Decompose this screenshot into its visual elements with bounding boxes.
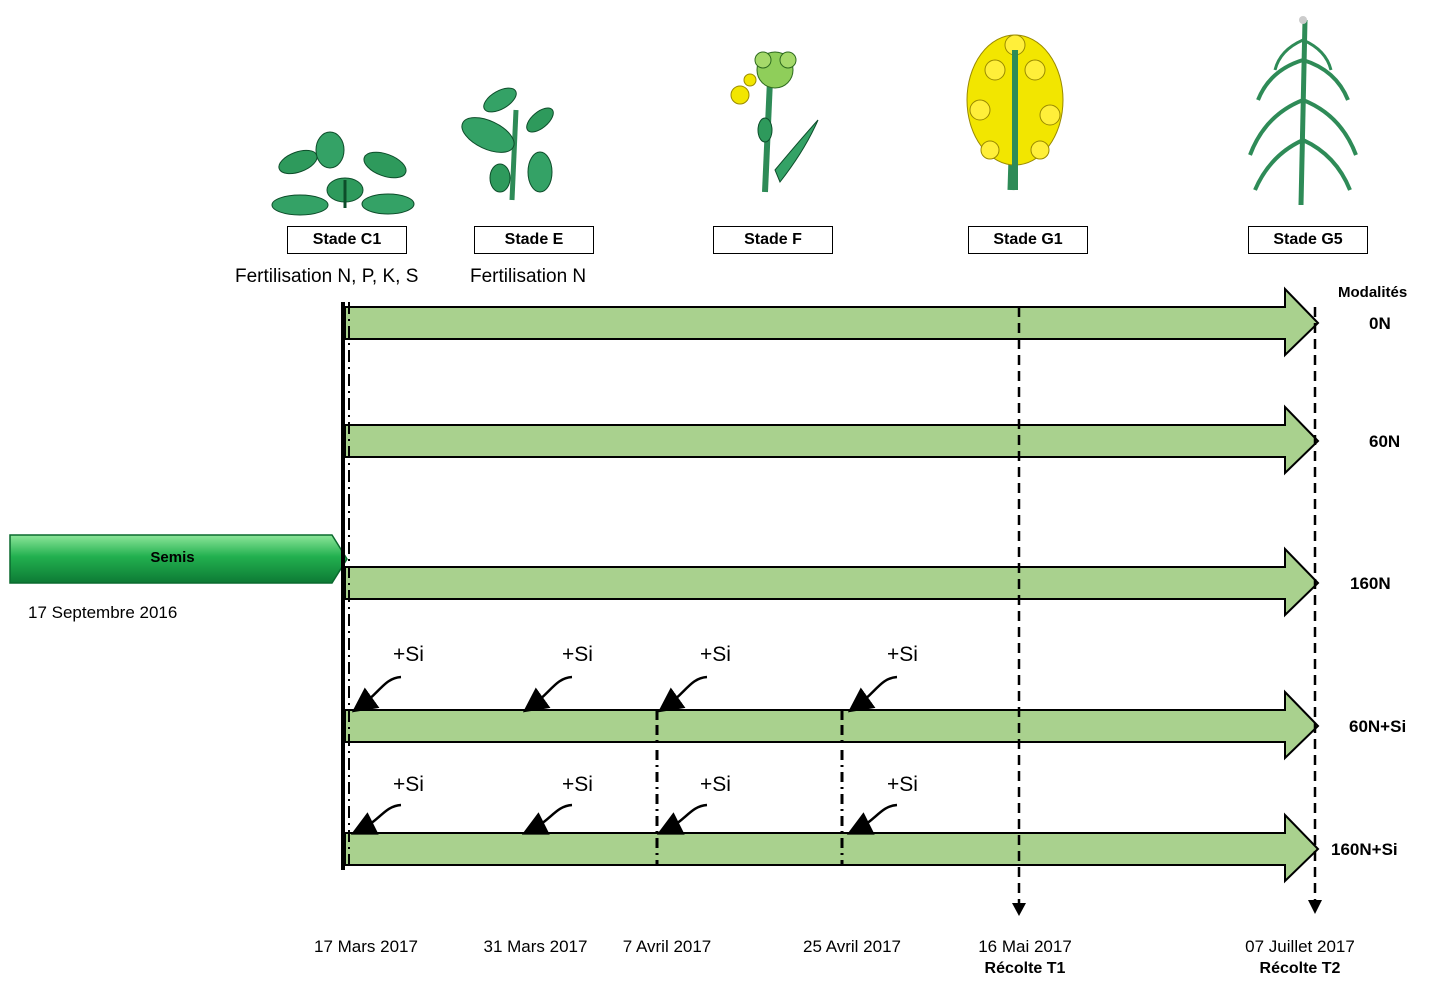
date-31-mars: 31 Mars 2017: [483, 937, 588, 956]
modalites-title: Modalités: [1338, 284, 1408, 301]
semis-date: 17 Septembre 2016: [28, 603, 178, 622]
si-label: +Si: [562, 643, 593, 666]
harvest-t2-arrowhead: [1308, 900, 1322, 914]
date-7-avril: 7 Avril 2017: [622, 937, 712, 956]
stage-e-label: Stade E: [474, 226, 594, 254]
modalite-0n: 0N: [1369, 314, 1391, 333]
stage-c1-label: Stade C1: [287, 226, 407, 254]
si-label: +Si: [393, 773, 424, 796]
semis-label: Semis: [150, 549, 195, 566]
treatment-arrow-160n: [344, 546, 1320, 618]
modalite-160n-si: 160N+Si: [1331, 840, 1398, 859]
treatment-arrow-160n-si: [344, 812, 1320, 884]
plant-e-icon: [461, 87, 554, 201]
si-label: +Si: [393, 643, 424, 666]
harvest-t2-label: Récolte T2: [1259, 960, 1341, 977]
date-07-juillet: 07 Juillet 2017: [1245, 937, 1355, 956]
si-arrows: [350, 675, 898, 835]
si-label: +Si: [700, 643, 731, 666]
modalite-160n: 160N: [1350, 574, 1391, 593]
stage-g5-label: Stade G5: [1248, 226, 1368, 254]
plant-g1-icon: [966, 34, 1064, 191]
plant-c1-icon: [271, 131, 415, 216]
si-label: +Si: [700, 773, 731, 796]
fertilisation-n-label: Fertilisation N: [470, 266, 587, 287]
plant-g5-icon: [1248, 16, 1358, 206]
harvest-t1-arrowhead: [1012, 903, 1026, 916]
date-17-mars: 17 Mars 2017: [314, 937, 418, 956]
modalite-60n-si: 60N+Si: [1349, 717, 1407, 736]
plant-f-icon: [730, 51, 819, 193]
treatment-arrow-60n: [344, 404, 1320, 476]
stage-g1-label: Stade G1: [968, 226, 1088, 254]
si-label: +Si: [887, 773, 918, 796]
si-label: +Si: [562, 773, 593, 796]
treatment-arrow-0n: [344, 286, 1320, 358]
treatment-arrow-60n-si: [344, 689, 1320, 761]
semis-arrow: [9, 534, 348, 584]
harvest-t1-label: Récolte T1: [984, 960, 1066, 977]
date-25-avril: 25 Avril 2017: [803, 937, 901, 956]
date-16-mai: 16 Mai 2017: [978, 937, 1072, 956]
modalite-60n: 60N: [1369, 432, 1401, 451]
stage-f-label: Stade F: [713, 226, 833, 254]
si-label: +Si: [887, 643, 918, 666]
fertilisation-npks-label: Fertilisation N, P, K, S: [235, 266, 419, 287]
